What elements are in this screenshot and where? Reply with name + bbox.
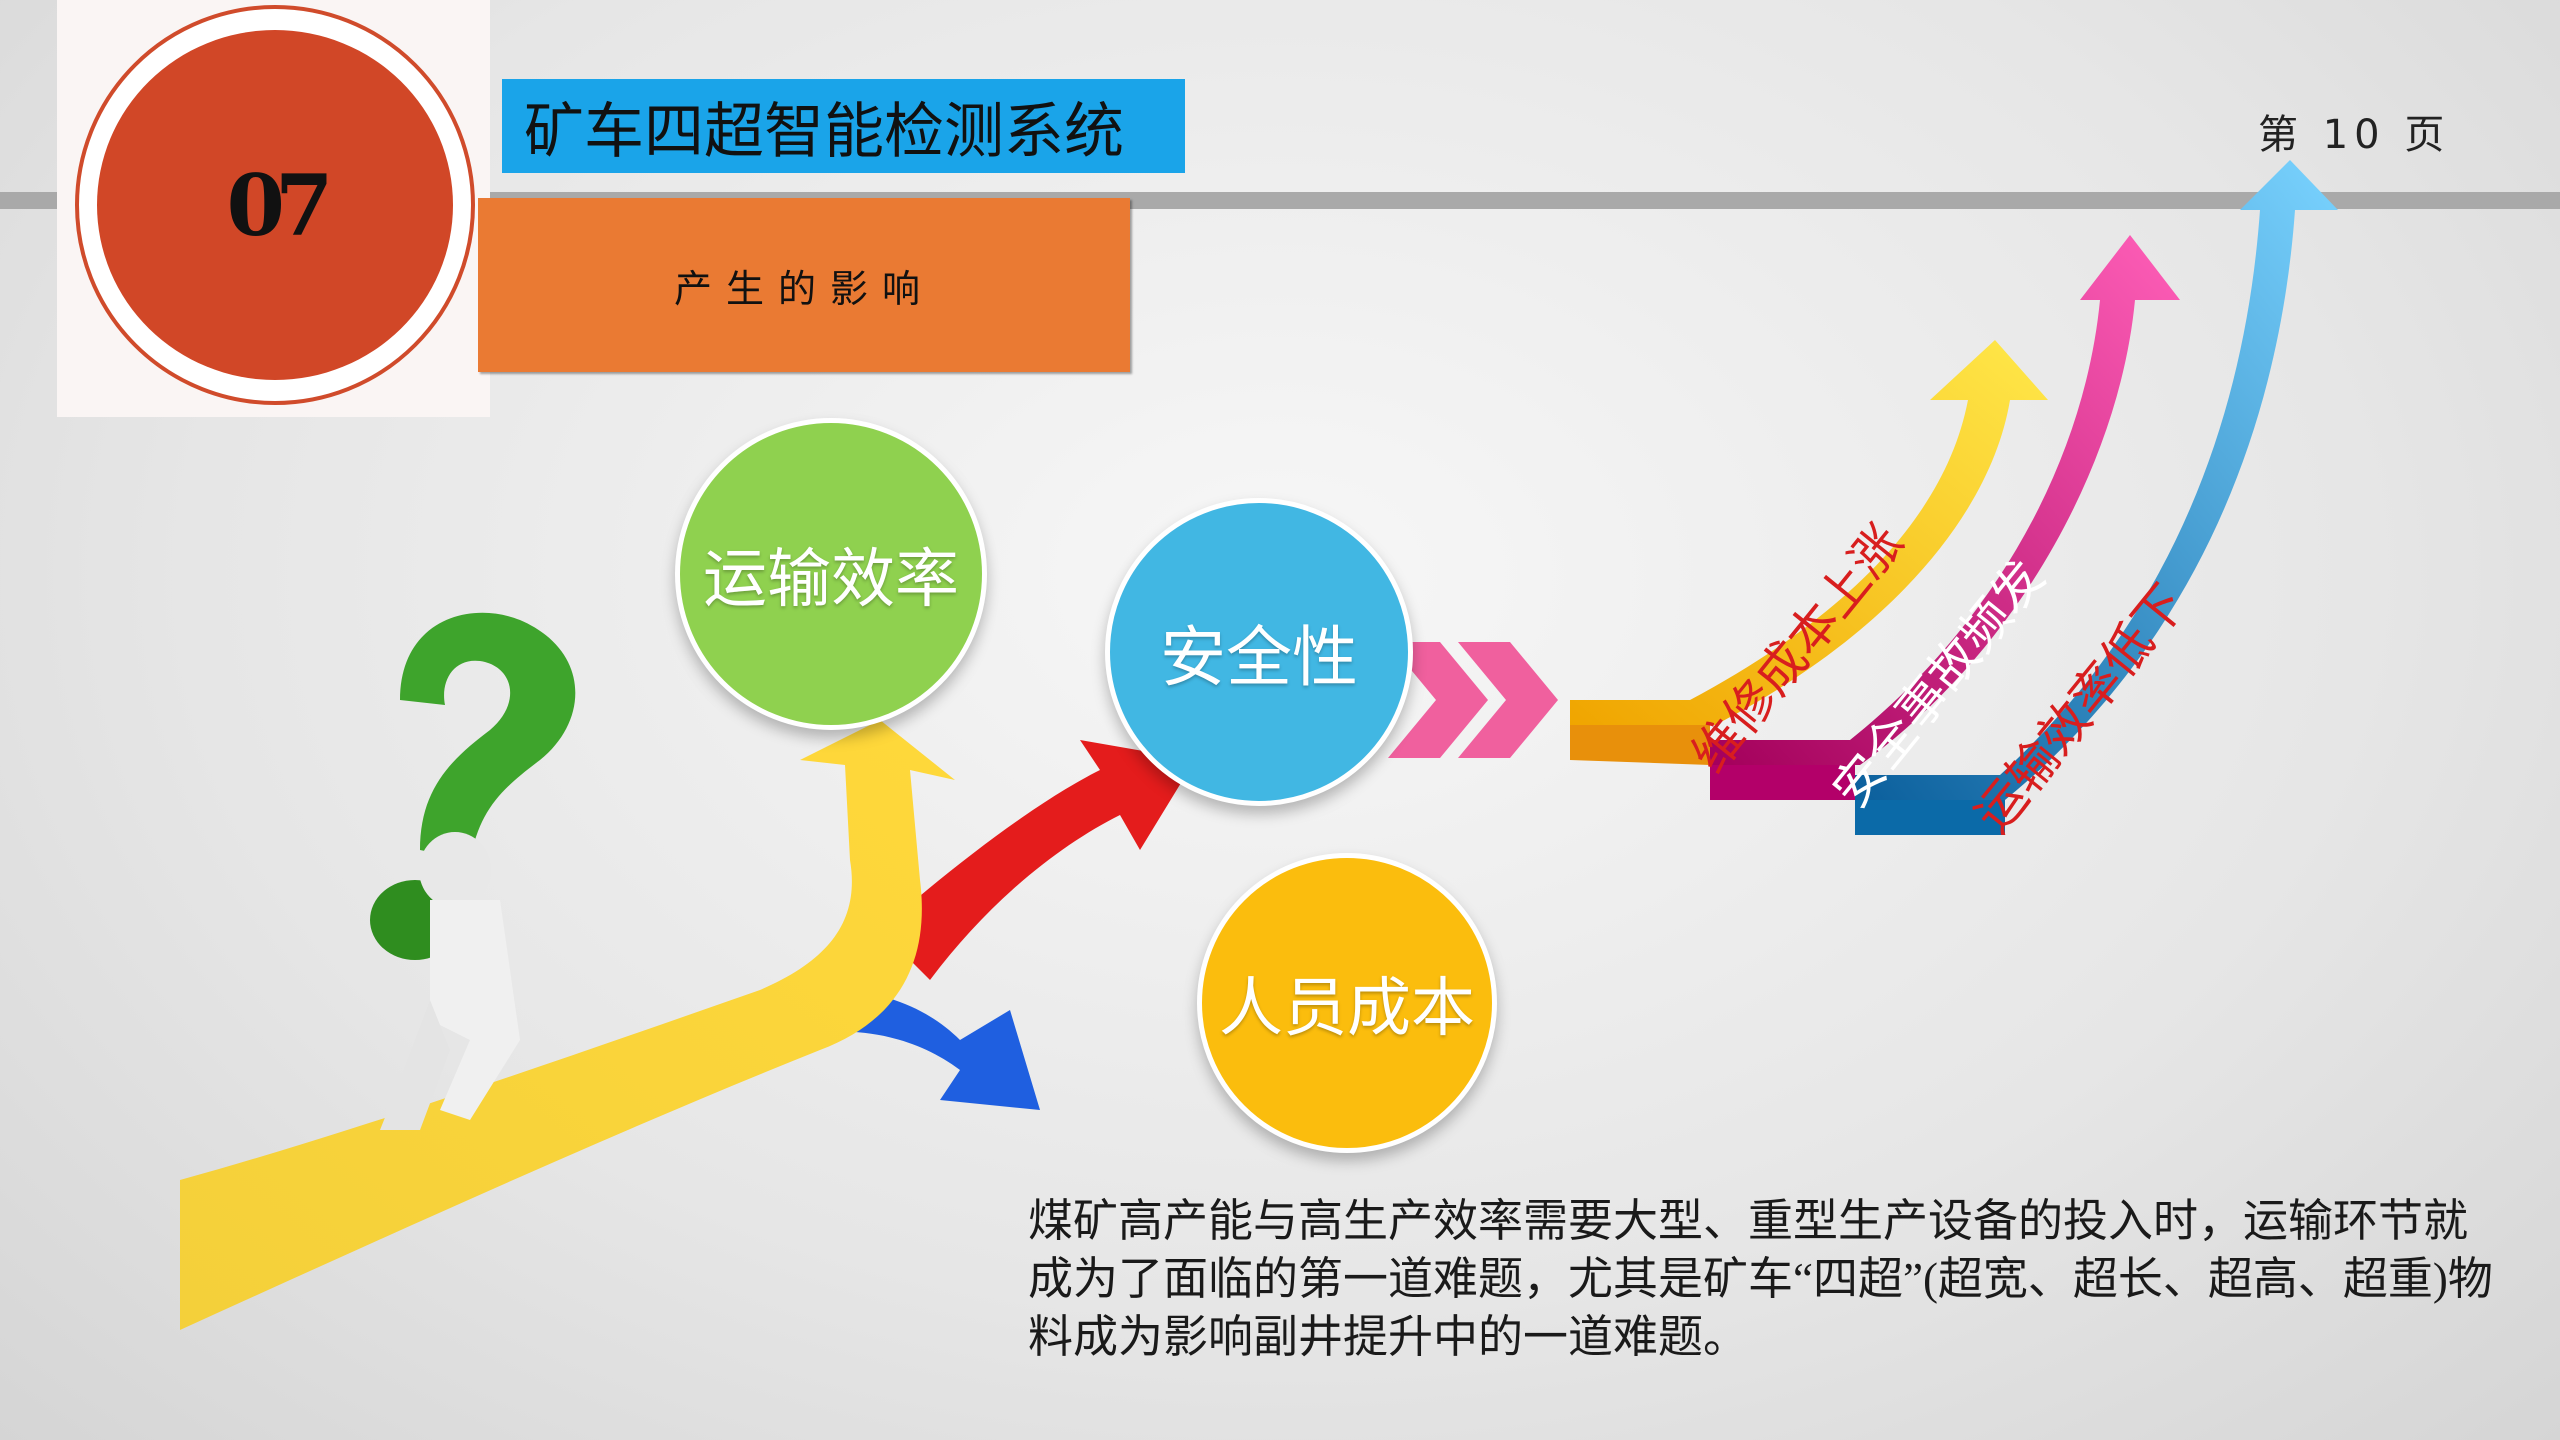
section-subtitle: 产生的影响	[478, 198, 1130, 372]
transport-efficiency-circle: 运输效率	[675, 418, 987, 730]
page-title: 矿车四超智能检测系统	[502, 79, 1185, 173]
chevron-right-icon	[1388, 642, 1488, 758]
chevron-right-icon	[1458, 642, 1558, 758]
rising-arrow-cyan	[1855, 160, 2338, 800]
description-text: 煤矿高产能与高生产效率需要大型、重型生产设备的投入时，运输环节就成为了面临的第一…	[1028, 1196, 2493, 1362]
rising-arrow-magenta	[1710, 235, 2180, 765]
personnel-cost-circle: 人员成本	[1197, 853, 1497, 1153]
red-branch-arrow	[880, 740, 1195, 980]
section-badge	[97, 30, 453, 380]
page-indicator: 第 10 页	[2258, 112, 2451, 158]
rising-arrow-yellow	[1570, 340, 2048, 725]
yellow-road-arrow	[180, 720, 955, 1330]
section-number: 07	[226, 155, 334, 255]
safety-circle: 安全性	[1105, 498, 1413, 806]
question-figure-icon	[370, 612, 576, 1130]
